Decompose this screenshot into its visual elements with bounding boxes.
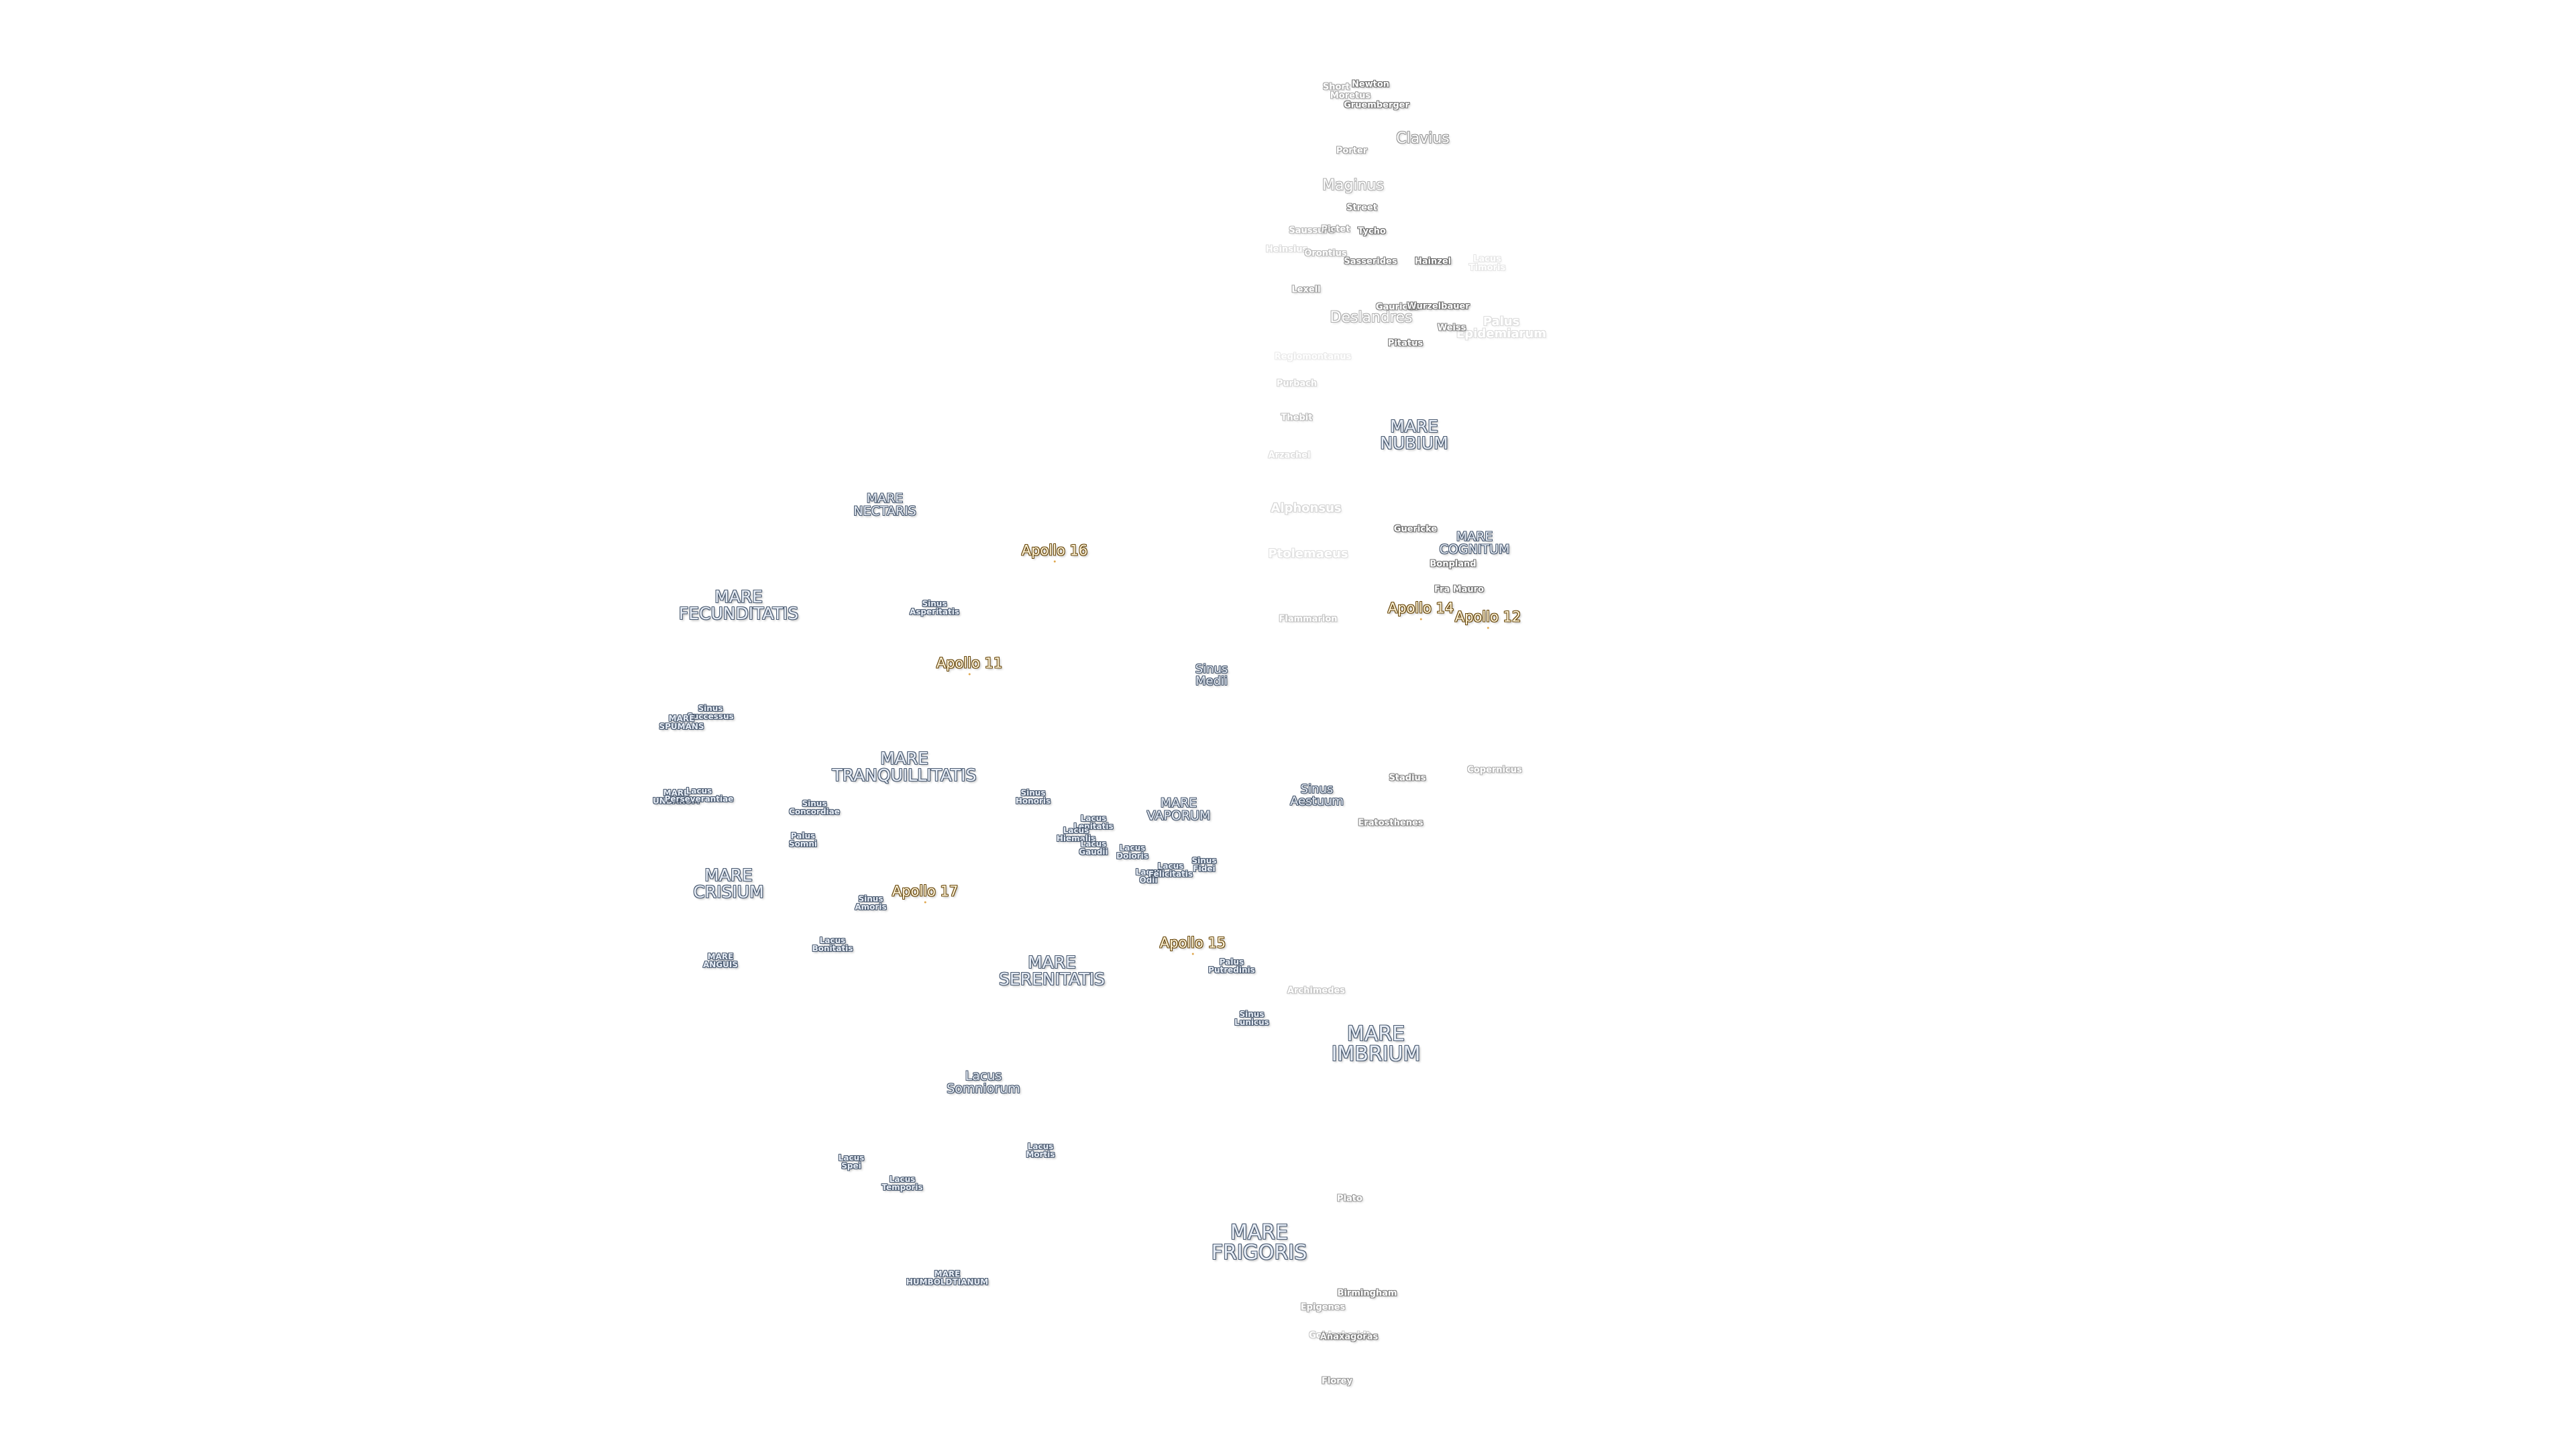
label-mare-crisium: MARE CRISIUM xyxy=(693,865,764,902)
label-maginus: Maginus xyxy=(1322,177,1384,194)
label-mare-nectaris: MARE NECTARIS xyxy=(853,491,916,519)
label-street: Street xyxy=(1346,203,1377,213)
label-clavius: Clavius xyxy=(1396,130,1450,147)
label-lacus-temporis: Lacus Temporis xyxy=(881,1175,923,1192)
label-hainzel-lbl: Hainzel xyxy=(1414,256,1452,267)
label-mare-cognitum: MARE COGNITUM xyxy=(1439,529,1510,557)
label-sasserides: Sasserides xyxy=(1344,256,1397,267)
label-palus-epidemiarum: Palus Epidemiarum xyxy=(1456,315,1546,341)
label-thebit: Thebit xyxy=(1281,413,1313,423)
label-sinus-lunicus: Sinus Lunicus xyxy=(1234,1010,1269,1027)
label-archimedes: Archimedes xyxy=(1287,985,1346,996)
label-short: Short xyxy=(1322,82,1350,93)
label-sinus-medii: Sinus Medii xyxy=(1195,662,1228,688)
label-wurzelbauer: Wurzelbauer xyxy=(1407,301,1470,312)
label-epigenes: Epigenes xyxy=(1300,1302,1346,1313)
label-deslandres: Deslandres xyxy=(1330,309,1413,326)
label-mare-nubium: MARE NUBIUM xyxy=(1380,417,1448,453)
label-fra-mauro: Fra Mauro xyxy=(1434,584,1485,595)
label-mare-serenitatis: MARE SERENITATIS xyxy=(999,953,1105,989)
label-gauricus: Gauricus xyxy=(1375,302,1419,313)
label-lacus-gaudii: Lacus Gaudii xyxy=(1079,839,1108,857)
label-moretus: Moretus xyxy=(1330,91,1371,101)
label-anaxagoras: Anaxagoras xyxy=(1320,1332,1379,1342)
label-gruemberger: Gruemberger xyxy=(1344,100,1409,111)
label-lacus-lenitatis: Lacus Lenitatis xyxy=(1073,814,1114,831)
label-sinus-concordiae: Sinus Concordiae xyxy=(789,799,840,816)
label-heinsius: Heinsius xyxy=(1265,244,1308,255)
label-arzachel: Arzachel xyxy=(1268,450,1311,461)
label-regiomontanus: Regiomontanus xyxy=(1274,352,1352,362)
label-sinus-amoris: Sinus Amoris xyxy=(855,894,887,912)
label-mare-fecunditatis: MARE FECUNDITATIS xyxy=(678,587,799,623)
label-mare-anguis: MARE ANGUIS xyxy=(702,952,739,969)
label-guericke: Guericke xyxy=(1393,524,1438,535)
label-mare-humboldtianum: MARE HUMBOLDTIANUM xyxy=(906,1269,989,1287)
label-pictet: Pictet xyxy=(1321,224,1350,235)
label-lexell: Lexell xyxy=(1291,284,1321,295)
label-florey: Florey xyxy=(1322,1376,1352,1387)
label-eratosthenes: Eratosthenes xyxy=(1358,818,1424,828)
label-mare-vaporum: MARE VAPORUM xyxy=(1146,796,1211,823)
label-mare-spumans: MARE SPUMANS xyxy=(659,714,704,731)
label-lacus-spei: Lacus Spei xyxy=(838,1153,865,1171)
label-lacus-perseverantiae: Lacus Perseverantiae xyxy=(664,786,734,804)
label-plato: Plato xyxy=(1337,1193,1362,1204)
label-purbach: Purbach xyxy=(1276,378,1318,389)
label-sinus-successus: Sinus Successus xyxy=(687,704,734,721)
label-palus-putredinis: Palus Putredinis xyxy=(1208,957,1255,975)
label-sinus-honoris: Sinus Honoris xyxy=(1015,788,1051,806)
label-pitatus: Pitatus xyxy=(1387,338,1424,349)
label-mare-undarum: MARE UNDARUM xyxy=(653,788,700,806)
label-newton: Newton xyxy=(1351,79,1390,90)
label-flammarion: Flammarion xyxy=(1279,614,1338,625)
label-ptolemaeus: Ptolemaeus xyxy=(1268,547,1348,561)
label-apollo15: Apollo 15 xyxy=(1159,934,1226,955)
label-orontius: Orontius xyxy=(1304,248,1347,259)
label-apollo17: Apollo 17 xyxy=(892,883,959,904)
label-lacus-doloris: Lacus Doloris xyxy=(1116,843,1148,861)
label-sinus-fidei: Sinus Fidei xyxy=(1191,856,1217,873)
label-sinus-aestuum: Sinus Aestuum xyxy=(1290,782,1344,808)
label-mare-imbrium: MARE IMBRIUM xyxy=(1331,1022,1421,1066)
label-saussure: Saussure xyxy=(1289,225,1334,236)
label-copernicus: Copernicus xyxy=(1467,765,1522,775)
label-lacus-bonitatis: Lacus Bonitatis xyxy=(812,936,853,953)
label-goldschmidt: Goldschmidt xyxy=(1309,1330,1371,1341)
label-tycho: Tycho xyxy=(1358,226,1386,237)
label-porter: Porter xyxy=(1336,146,1368,156)
label-lacus-timoris: Lacus Timoris xyxy=(1468,254,1506,273)
label-lacus-somniorum: Lacus Somniorum xyxy=(947,1069,1020,1096)
label-lacus-mortis: Lacus Mortis xyxy=(1026,1142,1055,1159)
label-apollo16: Apollo 16 xyxy=(1021,542,1088,563)
label-stadius: Stadius xyxy=(1389,773,1426,784)
label-apollo12: Apollo 12 xyxy=(1454,608,1521,629)
label-lacus-odii: Lacus Odii xyxy=(1135,867,1162,885)
label-alphonsus: Alphonsus xyxy=(1271,501,1342,515)
label-bonpland: Bonpland xyxy=(1430,559,1477,570)
label-lacus-felicitatis: Lacus Felicitatis xyxy=(1148,861,1193,879)
label-apollo11: Apollo 11 xyxy=(936,655,1003,676)
label-mare-tranquillitatis: MARE TRANQUILLITATIS xyxy=(832,749,977,785)
label-mare-frigoris: MARE FRIGORIS xyxy=(1211,1221,1307,1265)
label-weiss: Weiss xyxy=(1437,323,1466,333)
label-apollo14: Apollo 14 xyxy=(1387,600,1454,621)
label-sinus-asperitatis: Sinus Asperitatis xyxy=(909,599,960,616)
label-lacus-hiemalis: Lacus Hiemalis xyxy=(1056,826,1096,843)
label-birmingham: Birmingham xyxy=(1337,1288,1397,1299)
label-palus-somni: Palus Somni xyxy=(788,831,818,849)
